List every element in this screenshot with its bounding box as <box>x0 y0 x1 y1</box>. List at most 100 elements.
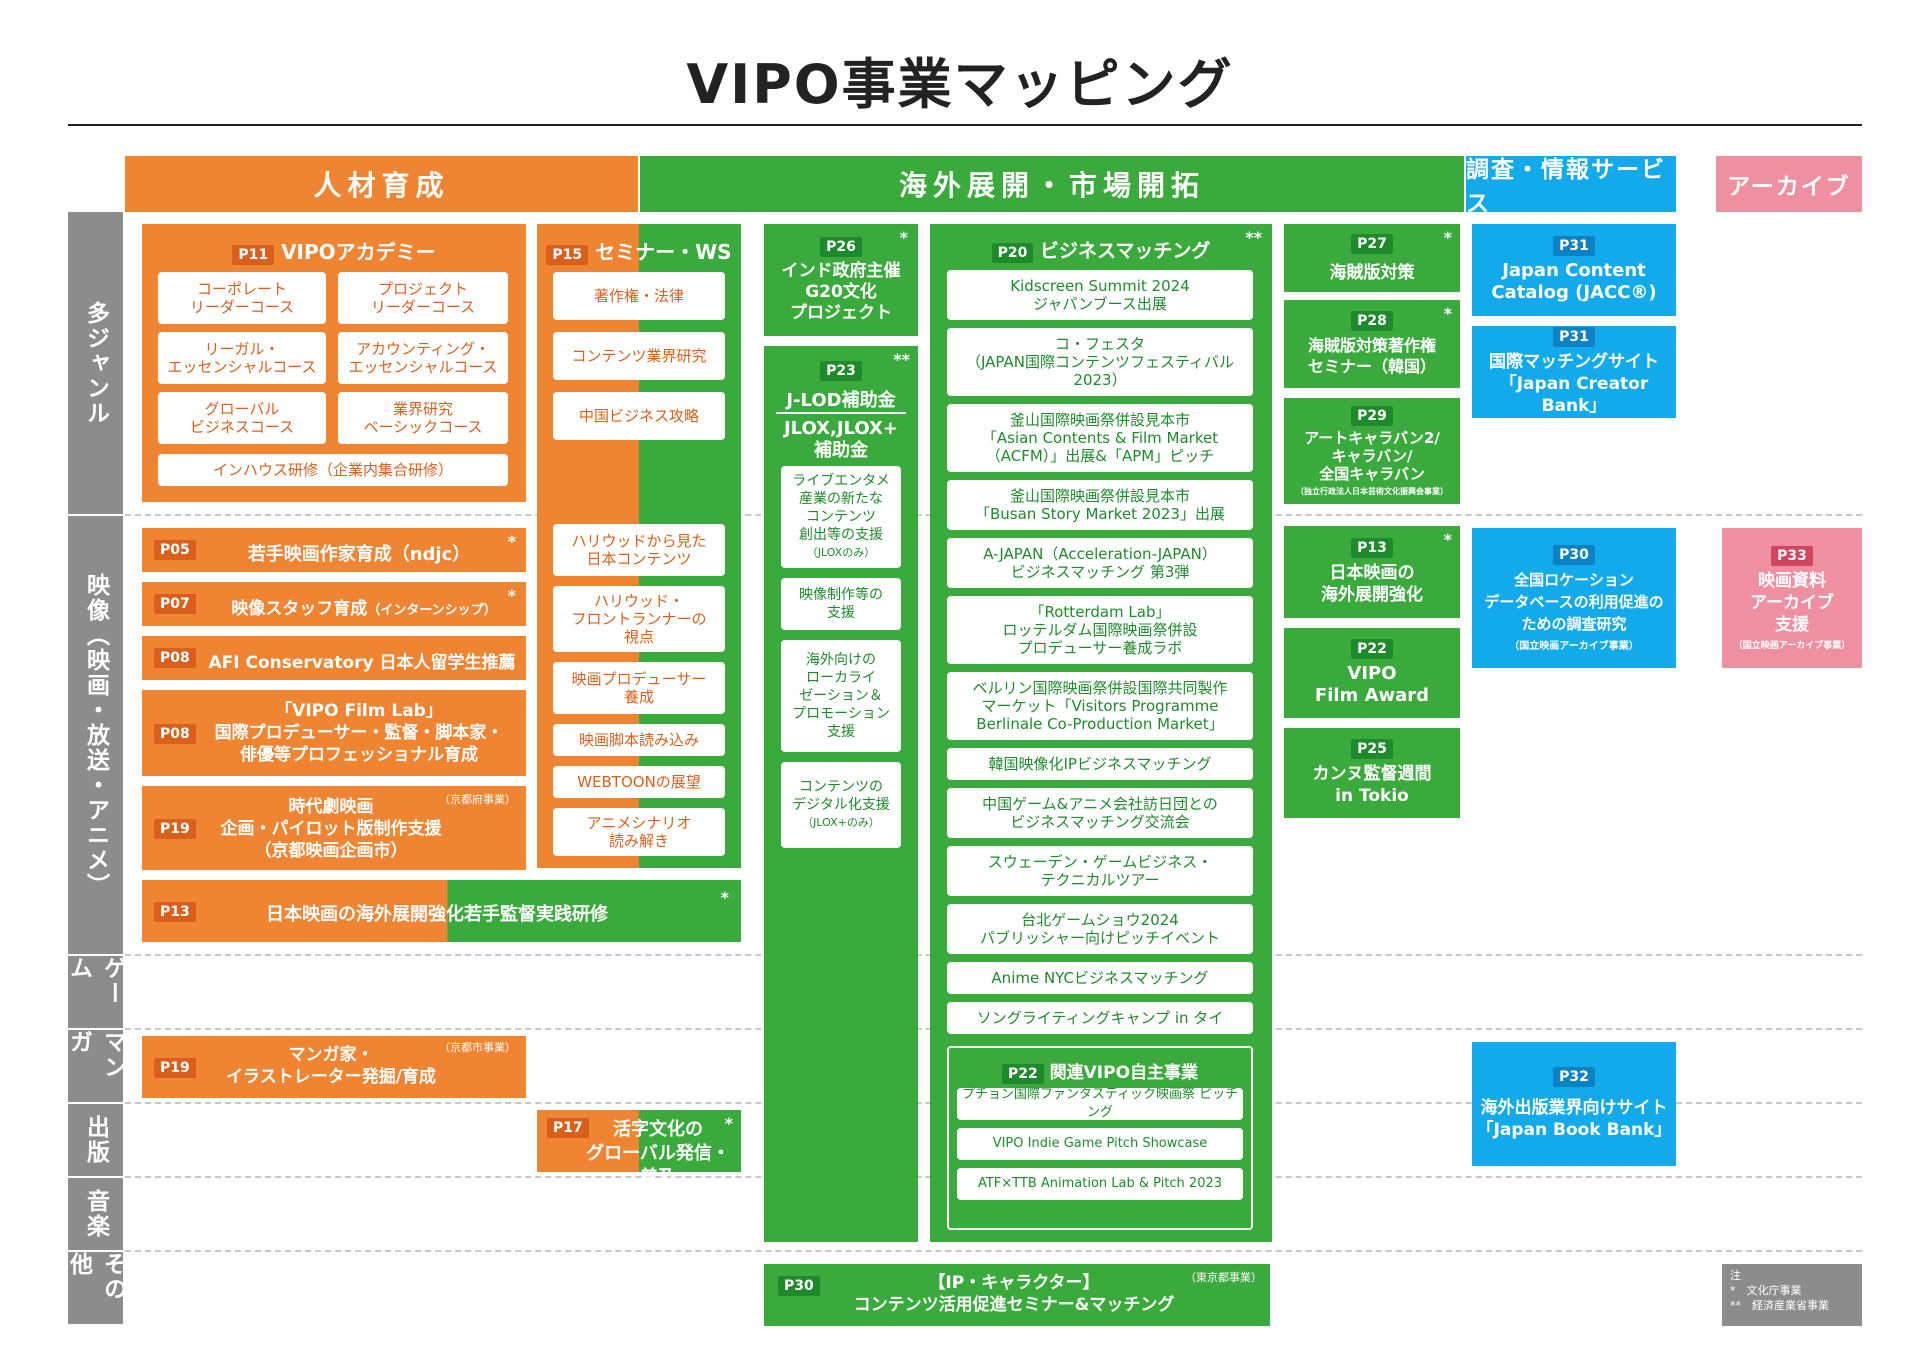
jlod-item-live: ライブエンタメ 産業の新たな コンテンツ 創出等の支援（JLOXのみ） <box>781 466 901 568</box>
page-title: VIPO事業マッピング <box>686 53 1234 116</box>
star-mark: * <box>1443 228 1452 247</box>
p33-film-archive: P33 映画資料 アーカイブ 支援 （国立映画アーカイブ事業） <box>1722 528 1862 668</box>
page-tag: P08 <box>154 648 196 668</box>
self-item: VIPO Indie Game Pitch Showcase <box>957 1128 1243 1160</box>
page-tag: P28 <box>1351 311 1393 331</box>
page-tag: P30 <box>778 1276 820 1296</box>
star-mark: ** <box>1245 228 1262 247</box>
legend-title: 注 <box>1730 1269 1741 1282</box>
page-tag: P33 <box>1771 545 1813 566</box>
course-legal: リーガル・ エッセンシャルコース <box>158 332 326 384</box>
row-label-manga: マンガ <box>66 1030 126 1102</box>
seminar-item: 映画プロデューサー 養成 <box>553 662 725 714</box>
p13-overseas: P13 日本映画の 海外展開強化 * <box>1284 526 1460 618</box>
legend-culture-agency: * 文化庁事業 <box>1730 1284 1802 1297</box>
header-kaigai: 海外展開・市場開拓 <box>640 156 1464 212</box>
course-industry-basic: 業界研究 ベーシックコース <box>338 392 508 444</box>
page-tag: P05 <box>154 540 196 560</box>
course-accounting: アカウンティング・ エッセンシャルコース <box>338 332 508 384</box>
p20-title: P20 ビジネスマッチング <box>930 236 1272 263</box>
matching-item: 釜山国際映画祭併設見本市 「Busan Story Market 2023」出展 <box>947 480 1253 530</box>
p19-manga-artist: P19 マンガ家・ イラストレーター発掘/育成 （京都市事業） <box>142 1036 526 1098</box>
row-label-sonota: その他 <box>66 1252 126 1324</box>
self-item: プチョン国際ファンタスティック映画祭 ピッチング <box>957 1087 1243 1120</box>
page-tag: P31 <box>1553 236 1595 256</box>
seminar-item: ハリウッドから見た 日本コンテンツ <box>553 524 725 576</box>
p07-staff-training: P07 映像スタッフ育成（インターンシップ） * <box>142 582 526 626</box>
p32-book-bank: P32 海外出版業界向けサイト 「Japan Book Bank」 <box>1472 1042 1676 1166</box>
p27-piracy: P27 海賊版対策 * <box>1284 224 1460 292</box>
row-label-shuppan: 出版 <box>68 1104 123 1176</box>
page-tag: P29 <box>1351 405 1393 426</box>
page-tag: P07 <box>154 594 196 614</box>
page-tag: P15 <box>546 245 589 265</box>
self-item: ATF×TTB Animation Lab & Pitch 2023 <box>957 1168 1243 1200</box>
matching-item: ベルリン国際映画祭併設国際共同製作 マーケット「Visitors Program… <box>947 672 1253 740</box>
matching-item: 中国ゲーム&アニメ会社訪日団との ビジネスマッチング交流会 <box>947 788 1253 838</box>
page-tag: P20 <box>991 243 1034 263</box>
course-project-leader: プロジェクト リーダーコース <box>338 272 508 324</box>
page-tag: P17 <box>547 1118 589 1138</box>
seminar-item: コンテンツ業界研究 <box>553 332 725 380</box>
p29-art-caravan: P29 アートキャラバン2/ キャラバン/ 全国キャラバン （独立行政法人日本芸… <box>1284 398 1460 504</box>
course-inhouse: インハウス研修（企業内集合研修） <box>158 454 508 486</box>
star-mark: * <box>720 888 729 907</box>
p30-location-db: P30 全国ロケーション データベースの利用促進の ための調査研究 （国立映画ア… <box>1472 528 1676 668</box>
star-mark: * <box>507 586 516 605</box>
p17-katsuji-bunka: P17 活字文化の グローバル発信・普及 * <box>537 1110 741 1188</box>
p30-ip-character: P30 【IP・キャラクター】 コンテンツ活用促進セミナー&マッチング （東京都… <box>764 1264 1270 1326</box>
p08-afi: P08 AFI Conservatory 日本人留学生推薦 <box>142 636 526 680</box>
page-tag: P25 <box>1351 739 1393 759</box>
star-mark: ** <box>893 350 910 369</box>
page-tag: P27 <box>1351 233 1393 254</box>
header-archive: アーカイブ <box>1716 156 1862 212</box>
star-mark: * <box>1443 304 1452 323</box>
matching-item: コ・フェスタ （JAPAN国際コンテンツフェスティバル 2023） <box>947 328 1253 396</box>
seminar-item: WEBTOONの展望 <box>553 766 725 798</box>
p23-jlod-box: P23 ** J-LOD補助金 JLOX,JLOX+ 補助金 ライブエンタメ 産… <box>764 346 918 1242</box>
page-tag: P26 <box>820 236 862 257</box>
seminar-item: ハリウッド・ フロントランナーの 視点 <box>553 586 725 652</box>
jlod-item-digital: コンテンツの デジタル化支援（JLOX+のみ） <box>781 762 901 848</box>
page-tag: P22 <box>1001 1064 1044 1084</box>
header-jinzai: 人材育成 <box>125 156 638 212</box>
jlod-item-eizo: 映像制作等の 支援 <box>781 578 901 630</box>
page-tag: P08 <box>154 724 196 744</box>
p31-jacc: P31 Japan Content Catalog (JACC®) <box>1472 224 1676 316</box>
page-tag: P11 <box>232 245 275 265</box>
p22-film-award: P22 VIPO Film Award <box>1284 628 1460 718</box>
page-tag: P22 <box>1351 639 1393 659</box>
star-mark: * <box>507 532 516 551</box>
matching-item: A-JAPAN（Acceleration-JAPAN） ビジネスマッチング 第3… <box>947 538 1253 588</box>
page-tag: P19 <box>154 819 196 839</box>
page-tag: P30 <box>1553 544 1595 565</box>
p05-young-filmmaker: P05 若手映画作家育成（ndjc） * <box>142 528 526 572</box>
page-tag: P19 <box>154 1058 196 1078</box>
page-tag: P13 <box>1351 538 1393 558</box>
star-mark: * <box>1443 530 1452 549</box>
seminar-item: 著作権・法律 <box>553 272 725 320</box>
row-label-ongaku: 音楽 <box>68 1178 123 1250</box>
p19-jidaigeki: P19 時代劇映画 企画・パイロット版制作支援 （京都映画企画市） （京都府事業… <box>142 786 526 870</box>
matching-item: ソングライティングキャンプ in タイ <box>947 1002 1253 1034</box>
course-corporate-leader: コーポレート リーダーコース <box>158 272 326 324</box>
divider <box>776 412 906 414</box>
matching-item: Anime NYCビジネスマッチング <box>947 962 1253 994</box>
seminar-item: 映画脚本読み込み <box>553 724 725 756</box>
row-label-game: ゲーム <box>66 956 126 1028</box>
page-tag: P31 <box>1553 327 1595 347</box>
star-mark: * <box>899 228 908 247</box>
vipo-academy-box: P11 VIPOアカデミー コーポレート リーダーコース プロジェクト リーダー… <box>142 224 526 502</box>
row-label-eizo: 映像（映画・放送・アニメ） <box>68 516 123 954</box>
matching-item: 「Rotterdam Lab」 ロッテルダム国際映画祭併設 プロデューサー養成ラ… <box>947 596 1253 664</box>
matching-item: 釜山国際映画祭併設見本市 「Asian Contents & Film Mark… <box>947 404 1253 472</box>
p13-young-director-training: P13 日本映画の海外展開強化若手監督実践研修 * <box>142 880 741 942</box>
row-label-multi: 多ジャンル <box>68 212 123 514</box>
title-divider <box>68 124 1862 126</box>
p20-business-matching-box: P20 ビジネスマッチング ** Kidscreen Summit 2024 ジ… <box>930 224 1272 1242</box>
vipo-academy-label: VIPOアカデミー <box>281 240 436 264</box>
legend-box: 注 * 文化庁事業 ** 経済産業省事業 <box>1722 1264 1862 1326</box>
seminar-item: 中国ビジネス攻略 <box>553 392 725 440</box>
matching-item: 韓国映像化IPビジネスマッチング <box>947 748 1253 780</box>
matching-item: スウェーデン・ゲームビジネス・ テクニカルツアー <box>947 846 1253 896</box>
